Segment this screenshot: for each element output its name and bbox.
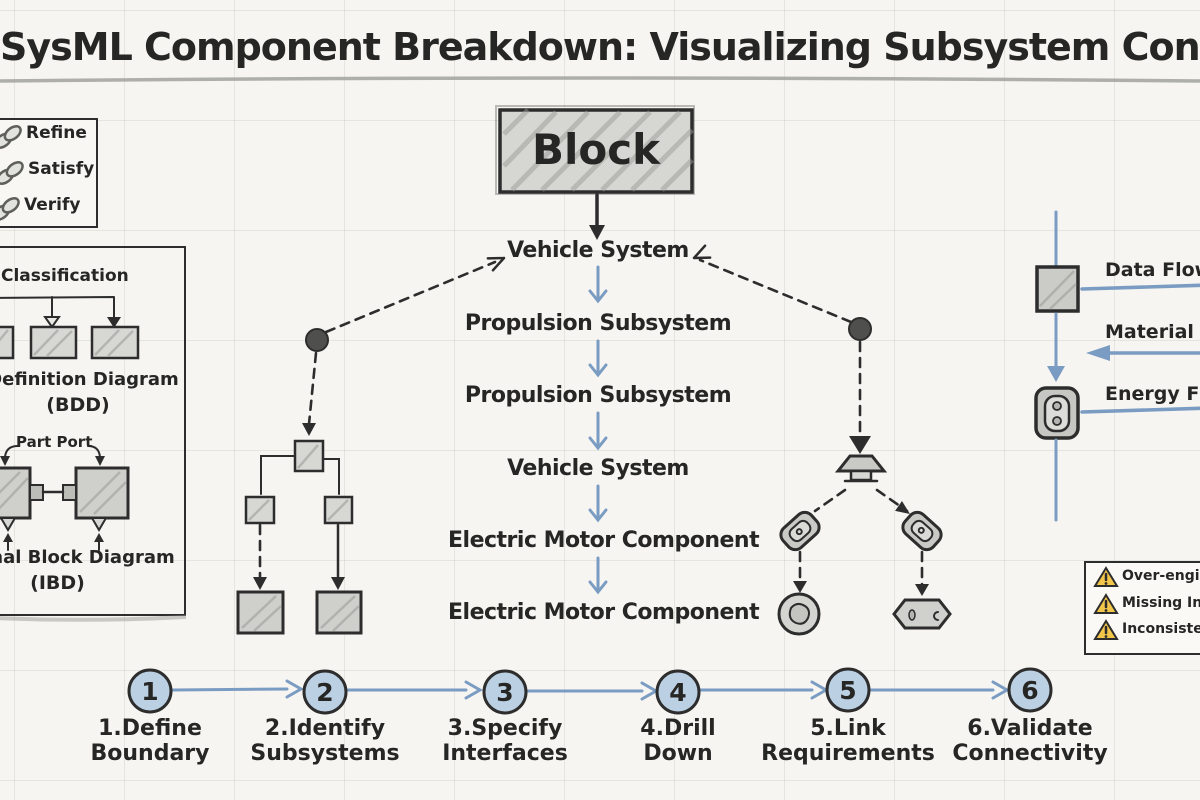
bdd-abbr: (BDD) [46, 394, 110, 416]
hierarchy-level-2: Propulsion Subsystem [464, 311, 732, 336]
req-link-satisfy: Satisfy [28, 159, 95, 179]
ibd-tree-sketch [777, 340, 952, 636]
hierarchy-level-3: Propulsion Subsystem [464, 383, 732, 408]
ibd-label: nal Block Diagram [0, 547, 175, 568]
block-label: Block [531, 125, 661, 174]
port-socket-icon [1034, 386, 1080, 440]
step-label-4: 4.Drill Down [640, 716, 716, 767]
ibd-illustration [0, 445, 187, 622]
process-steps-strip [127, 667, 1053, 715]
step-circle [1007, 667, 1053, 713]
material-flow-label: Material Flow [1105, 321, 1200, 343]
hierarchy-level-5: Electric Motor Component [448, 528, 760, 553]
hierarchy-level-4: Vehicle System [507, 456, 689, 481]
capsule-icon [779, 510, 821, 552]
step-circle [825, 667, 871, 713]
capsule-icon [901, 510, 943, 552]
page-title: SysML Component Breakdown: Visualizing S… [0, 25, 1200, 69]
step-number-2: 2 [316, 678, 334, 707]
step-circle [482, 669, 528, 715]
left-arrow-icon [1086, 345, 1110, 361]
data-flow-line [1080, 283, 1200, 291]
warning-item-3: Inconsiste [1122, 621, 1200, 637]
step-number-6: 6 [1021, 676, 1039, 705]
warning-item-2: Missing In [1122, 595, 1200, 611]
step-label-1: 1.Define Boundary [90, 716, 210, 767]
part-port-label: Part Port [16, 433, 93, 451]
step-circle [302, 669, 348, 715]
hierarchy-level-6: Electric Motor Component [448, 600, 760, 625]
bdd-label: Definition Diagram [0, 369, 179, 390]
classification-tree [0, 296, 140, 360]
warning-item-1: Over-engin [1122, 568, 1200, 584]
step-circle [655, 669, 701, 715]
bdd-tree-sketch [236, 351, 363, 635]
down-arrow-icon [589, 225, 605, 240]
block-box [495, 105, 695, 240]
energy-flow-label: Energy Flow [1105, 383, 1200, 405]
step-label-2: 2.Identify Subsystems [250, 716, 400, 767]
title-underline [0, 76, 1200, 83]
classification-label: Classification [1, 266, 129, 286]
step-circle [127, 668, 173, 714]
dashed-cross-links [305, 244, 872, 352]
flow-legend-icons [1034, 210, 1200, 522]
step-number-4: 4 [669, 678, 687, 707]
bdd-ibd-panel [0, 246, 186, 616]
hierarchy-arrows [588, 265, 608, 595]
req-link-refine: Refine [26, 123, 87, 143]
hierarchy-level-1: Vehicle System [507, 238, 689, 263]
junction-dot [305, 328, 329, 352]
hexagon-icon [892, 598, 952, 630]
energy-flow-line [1080, 406, 1200, 414]
step-number-5: 5 [839, 676, 857, 705]
warning-icons [1093, 566, 1119, 640]
step-label-5: 5.Link Requirements [761, 716, 935, 767]
req-link-verify: Verify [24, 195, 81, 215]
lamp-icon [834, 454, 888, 473]
step-label-3: 3.Specify Interfaces [442, 716, 568, 767]
step-label-6: 6.Validate Connectivity [952, 716, 1108, 767]
link-icon [0, 125, 24, 221]
ibd-abbr: (IBD) [30, 572, 85, 594]
step-number-1: 1 [141, 677, 159, 706]
step-number-3: 3 [496, 678, 514, 707]
data-flow-label: Data Flow [1105, 259, 1200, 281]
junction-dot [848, 317, 872, 341]
